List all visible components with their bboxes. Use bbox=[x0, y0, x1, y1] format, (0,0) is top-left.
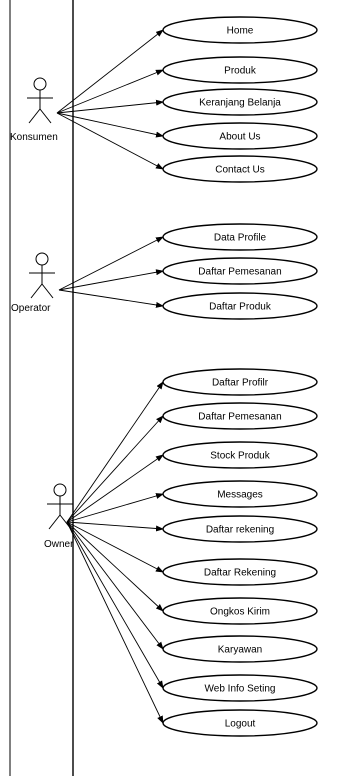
use-case: Daftar Profilr bbox=[162, 368, 318, 396]
association-arrow bbox=[56, 112, 164, 170]
actor-operator: Operator bbox=[11, 252, 55, 314]
use-case-ellipse bbox=[162, 16, 318, 44]
use-case-label: Daftar Profilr bbox=[212, 378, 269, 389]
actor-konsumen: Konsumen bbox=[10, 77, 58, 143]
use-case: Web Info Seting bbox=[162, 674, 318, 702]
use-case-ellipse bbox=[162, 635, 318, 663]
use-case-label: Stock Produk bbox=[210, 451, 270, 462]
use-case-label: Karyawan bbox=[218, 645, 262, 656]
use-case-ellipse bbox=[162, 402, 318, 430]
use-case: Keranjang Belanja bbox=[162, 88, 318, 116]
association-arrow bbox=[66, 381, 164, 523]
use-case-ellipse bbox=[162, 368, 318, 396]
use-case: Data Profile bbox=[162, 223, 318, 251]
use-case-label: Contact Us bbox=[215, 165, 264, 176]
actor-left-leg bbox=[28, 108, 41, 124]
use-case-label: Home bbox=[227, 26, 254, 37]
actor-left-leg bbox=[30, 283, 43, 299]
use-case-label: Data Profile bbox=[214, 233, 267, 244]
association-arrow bbox=[66, 521, 164, 573]
use-case-ellipse bbox=[162, 441, 318, 469]
use-case-ellipse bbox=[162, 56, 318, 84]
use-case-ellipse bbox=[162, 155, 318, 183]
use-case: Ongkos Kirim bbox=[162, 597, 318, 625]
association-arrow bbox=[66, 415, 164, 523]
use-case: Daftar Pemesanan bbox=[162, 257, 318, 285]
use-case: About Us bbox=[162, 122, 318, 150]
use-case: Daftar Pemesanan bbox=[162, 402, 318, 430]
actor-label: Konsumen bbox=[10, 132, 58, 143]
use-case: Logout bbox=[162, 709, 318, 737]
use-case-ellipse bbox=[162, 558, 318, 586]
actor-right-leg bbox=[41, 283, 54, 299]
association-arrow bbox=[66, 454, 164, 523]
use-case: Produk bbox=[162, 56, 318, 84]
association-arrow bbox=[66, 493, 164, 523]
use-case-label: Messages bbox=[217, 490, 263, 501]
use-case-label: Produk bbox=[224, 66, 257, 77]
actor-label: Owner bbox=[44, 539, 74, 550]
use-case-label: Daftar Produk bbox=[209, 302, 272, 313]
association-arrow bbox=[66, 521, 164, 612]
actor-head bbox=[35, 252, 49, 266]
association-arrow bbox=[66, 521, 164, 724]
actor-owner: Owner bbox=[44, 483, 74, 550]
use-case-label: Daftar Pemesanan bbox=[198, 412, 281, 423]
use-case-label: About Us bbox=[219, 132, 260, 143]
use-case-label: Daftar Rekening bbox=[204, 568, 276, 579]
use-case-label: Ongkos Kirim bbox=[210, 607, 270, 618]
use-case-ellipse bbox=[162, 674, 318, 702]
use-case: Home bbox=[162, 16, 318, 44]
actor-head bbox=[53, 483, 67, 497]
use-case: Messages bbox=[162, 480, 318, 508]
use-case: Daftar Rekening bbox=[162, 558, 318, 586]
association-arrow bbox=[58, 289, 164, 308]
use-case-ellipse bbox=[162, 515, 318, 543]
association-arrow bbox=[66, 521, 164, 689]
actor-left-leg bbox=[48, 514, 61, 530]
association-arrow bbox=[66, 521, 164, 532]
use-case-ellipse bbox=[162, 480, 318, 508]
use-case-ellipse bbox=[162, 88, 318, 116]
association-arrow bbox=[56, 112, 164, 138]
association-arrow bbox=[58, 236, 164, 291]
use-case-label: Keranjang Belanja bbox=[199, 98, 281, 109]
actor-label: Operator bbox=[11, 303, 51, 314]
association-arrow bbox=[58, 269, 164, 291]
use-case: Contact Us bbox=[162, 155, 318, 183]
use-case: Daftar rekening bbox=[162, 515, 318, 543]
actor-right-leg bbox=[39, 108, 52, 124]
use-case-label: Daftar Pemesanan bbox=[198, 267, 281, 278]
use-case: Stock Produk bbox=[162, 441, 318, 469]
use-case-label: Web Info Seting bbox=[205, 684, 276, 695]
use-case-label: Logout bbox=[225, 719, 256, 730]
use-case: Daftar Produk bbox=[162, 292, 318, 320]
use-case-ellipse bbox=[162, 122, 318, 150]
association-arrow bbox=[66, 521, 164, 650]
actor-head bbox=[33, 77, 47, 91]
association-arrow bbox=[56, 69, 164, 114]
use-case-ellipse bbox=[162, 257, 318, 285]
use-case-ellipse bbox=[162, 223, 318, 251]
use-case: Karyawan bbox=[162, 635, 318, 663]
use-case-ellipse bbox=[162, 597, 318, 625]
association-arrow bbox=[56, 99, 164, 114]
association-arrow bbox=[56, 29, 164, 114]
use-case-ellipse bbox=[162, 709, 318, 737]
use-case-ellipse bbox=[162, 292, 318, 320]
use-case-label: Daftar rekening bbox=[206, 525, 274, 536]
